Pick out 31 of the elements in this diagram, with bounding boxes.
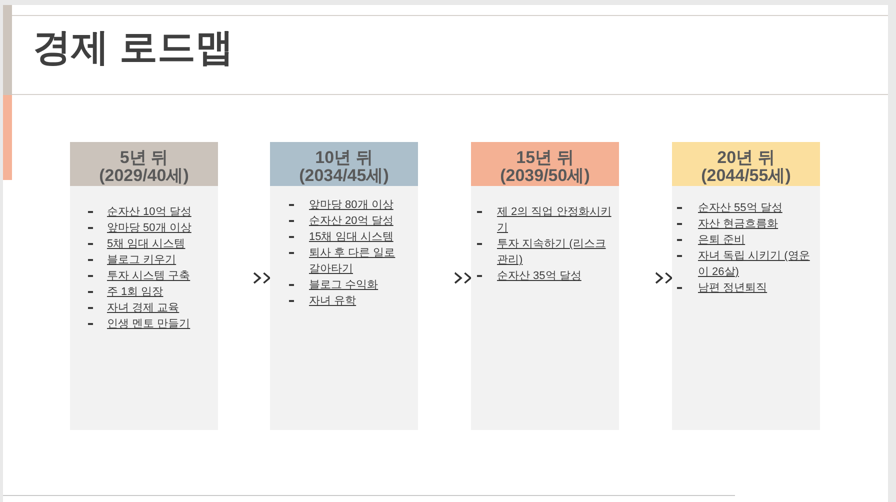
list-item: 순자산 10억 달성	[107, 205, 192, 220]
list-item: 자산 현금흐름화	[698, 217, 780, 232]
list-item: 블로그 키우기	[107, 253, 178, 268]
list-item: 은퇴 준비	[698, 233, 746, 248]
list-panel	[270, 186, 418, 430]
list-item: 남편 정년퇴직	[698, 281, 768, 296]
list-item: 투자 시스템 구축	[107, 269, 192, 284]
list-item: 자녀 유학	[309, 294, 358, 309]
list-item: 주 1회 임장	[107, 285, 164, 300]
header-band: 15년 뒤 (2039/50세)	[471, 142, 619, 186]
list-panel	[672, 186, 820, 430]
list-item: 제 2의 직업 안정화시키기	[497, 205, 612, 236]
list-item: 앞마당 80개 이상	[309, 198, 394, 213]
list-item: 퇴사 후 다른 일로 갈아타기	[309, 246, 396, 277]
header-band: 20년 뒤 (2044/55세)	[672, 142, 820, 186]
list-item: 5채 임대 시스템	[107, 237, 186, 252]
list-item: 인생 멘토 만들기	[107, 317, 192, 332]
list-item: 15채 임대 시스템	[309, 230, 394, 245]
list-item: 자녀 경제 교육	[107, 301, 180, 316]
list-item: 자녀 독립 시키기 (영운이 26살)	[698, 249, 811, 280]
header-band: 10년 뒤 (2034/45세)	[270, 142, 418, 186]
list-item: 투자 지속하기 (리스크 관리)	[497, 237, 607, 268]
list-item: 순자산 20억 달성	[309, 214, 394, 229]
header-band: 5년 뒤 (2029/40세)	[70, 142, 218, 186]
title: 경제 로드맵	[33, 26, 234, 71]
list-panel	[471, 186, 619, 430]
list-item: 순자산 35억 달성	[497, 269, 582, 284]
list-item: 블로그 수익화	[309, 278, 380, 293]
list-item: 순자산 55억 달성	[698, 201, 784, 216]
list-item: 앞마당 50개 이상	[107, 221, 192, 236]
list-panel	[70, 186, 218, 430]
